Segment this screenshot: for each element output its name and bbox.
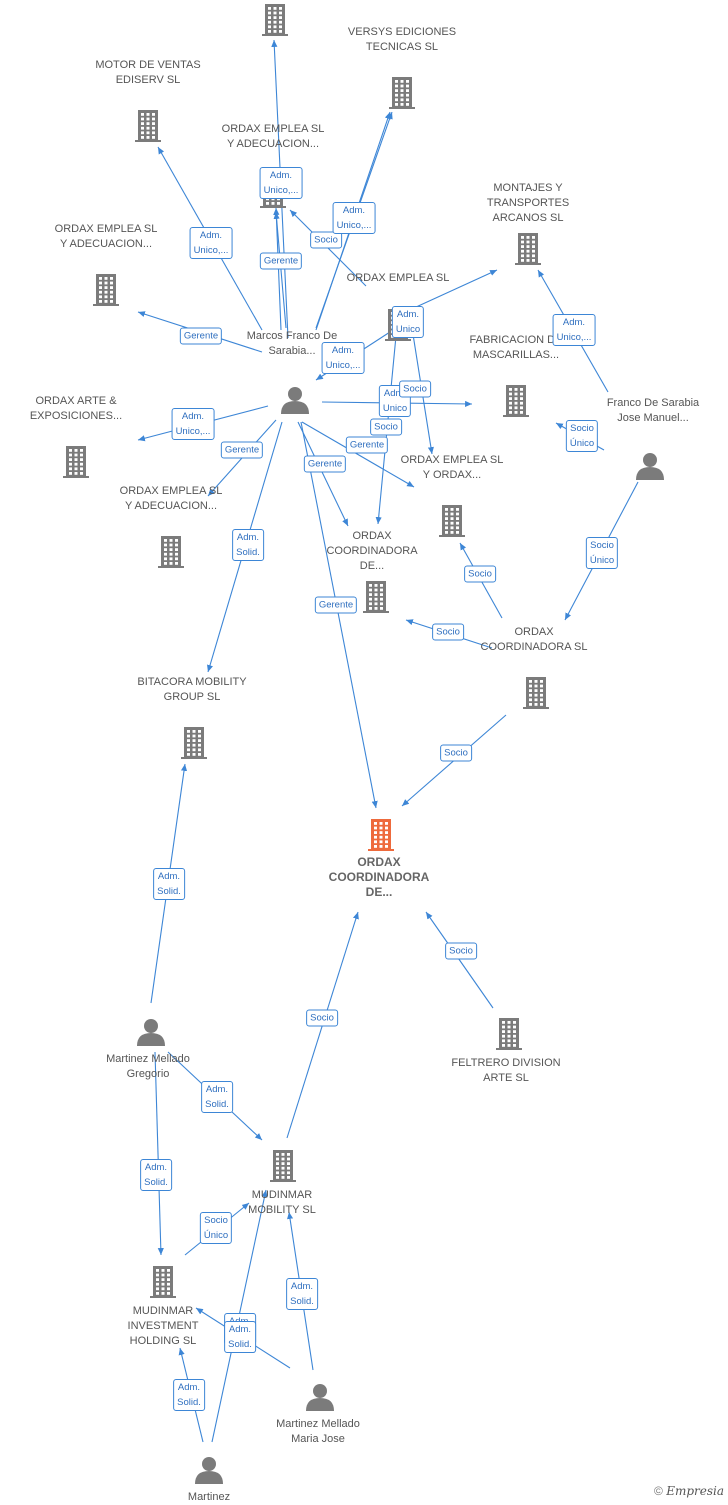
- edge-relation-badge[interactable]: Socio Único: [199, 1212, 233, 1244]
- edge-relation-badge[interactable]: Socio Único: [585, 537, 619, 569]
- building-icon[interactable]: [439, 505, 465, 537]
- edge-relation-badge[interactable]: Adm. Solid.: [201, 1081, 233, 1113]
- building-icon[interactable]: [93, 274, 119, 306]
- building-icon[interactable]: [158, 536, 184, 568]
- edge-relation-badge[interactable]: Adm. Unico: [391, 306, 425, 338]
- edge-relation-badge[interactable]: Adm. Unico,...: [332, 202, 376, 234]
- company-name-label[interactable]: MUDINMAR INVESTMENT HOLDING SL: [127, 1305, 199, 1347]
- brand-name: Empresia: [666, 1484, 724, 1498]
- edge-relation-badge[interactable]: Adm. Unico,...: [321, 342, 365, 374]
- edge-relation-badge[interactable]: Gerente: [314, 596, 358, 614]
- edge-line: [402, 269, 498, 314]
- edge-relation-badge[interactable]: Socio: [370, 418, 402, 436]
- edge-line: [300, 421, 378, 809]
- edge-relation-badge[interactable]: Gerente: [220, 441, 264, 459]
- company-name-label[interactable]: FELTRERO DIVISION ARTE SL: [451, 1057, 561, 1084]
- building-icon[interactable]: [262, 4, 288, 36]
- edge-line: [425, 911, 494, 1009]
- company-name-label[interactable]: ORDAX EMPLEA SL Y ORDAX...: [400, 454, 504, 481]
- edge-relation-badge[interactable]: Socio: [432, 623, 464, 641]
- building-icon[interactable]: [496, 1018, 522, 1050]
- person-icon[interactable]: [195, 1457, 223, 1484]
- edge-relation-badge[interactable]: Adm. Solid.: [140, 1159, 172, 1191]
- company-name-label[interactable]: BITACORA MOBILITY GROUP SL: [137, 676, 247, 703]
- company-name-label[interactable]: MOTOR DE VENTAS EDISERV SL: [95, 59, 201, 86]
- edge-relation-badge[interactable]: Socio: [306, 1009, 338, 1027]
- edge-line: [154, 1051, 164, 1256]
- copyright-symbol: ©: [654, 1484, 663, 1498]
- company-name-label[interactable]: VERSYS EDICIONES TECNICAS SL: [347, 26, 457, 53]
- company-name-label[interactable]: ORDAX EMPLEA SL Y ADECUACION...: [119, 485, 223, 512]
- person-name-label[interactable]: Marcos Franco De Sarabia...: [246, 330, 338, 357]
- focus-building-icon[interactable]: [368, 819, 394, 851]
- edge-relation-badge[interactable]: Socio: [464, 565, 496, 583]
- company-name-label[interactable]: ORDAX COORDINADORA SL: [480, 626, 588, 653]
- company-name-label[interactable]: ORDAX EMPLEA SL Y ADECUACION...: [221, 123, 325, 150]
- building-icon[interactable]: [363, 581, 389, 613]
- person-icon[interactable]: [636, 453, 664, 480]
- building-icon[interactable]: [63, 446, 89, 478]
- edge-relation-badge[interactable]: Gerente: [179, 327, 223, 345]
- edge-line: [297, 421, 349, 527]
- company-name-label[interactable]: MUDINMAR MOBILITY SL: [248, 1189, 316, 1216]
- company-name-label[interactable]: MONTAJES Y TRANSPORTES ARCANOS SL: [486, 182, 570, 224]
- edge-relation-badge[interactable]: Socio: [310, 231, 342, 249]
- company-name-label[interactable]: ORDAX EMPLEA SL: [346, 272, 450, 284]
- building-icon[interactable]: [523, 677, 549, 709]
- watermark: © Empresia: [654, 1484, 724, 1498]
- company-name-label[interactable]: ORDAX ARTE & EXPOSICIONES...: [29, 395, 123, 422]
- person-name-label[interactable]: Martinez: [187, 1491, 231, 1503]
- edge-relation-badge[interactable]: Socio Único: [565, 420, 599, 452]
- edge-relation-badge[interactable]: Socio: [399, 380, 431, 398]
- person-icon[interactable]: [137, 1019, 165, 1046]
- building-icon[interactable]: [181, 727, 207, 759]
- person-name-label[interactable]: Martinez Mellado Maria Jose: [276, 1418, 360, 1445]
- edge-relation-badge[interactable]: Adm. Solid.: [224, 1321, 256, 1353]
- edge-relation-badge[interactable]: Adm. Solid.: [232, 529, 264, 561]
- edge-relation-badge[interactable]: Adm. Solid.: [153, 868, 185, 900]
- building-icon[interactable]: [389, 77, 415, 109]
- building-icon[interactable]: [503, 385, 529, 417]
- company-name-label[interactable]: ORDAX EMPLEA SL Y ADECUACION...: [54, 223, 158, 250]
- edge-line: [273, 211, 287, 329]
- person-name-label[interactable]: Martinez Mellado Gregorio: [106, 1053, 190, 1080]
- edge-relation-badge[interactable]: Gerente: [259, 252, 303, 270]
- person-icon[interactable]: [306, 1384, 334, 1411]
- building-icon[interactable]: [135, 110, 161, 142]
- edge-relation-badge[interactable]: Adm. Solid.: [173, 1379, 205, 1411]
- building-icon[interactable]: [515, 233, 541, 265]
- edge-relation-badge[interactable]: Socio: [445, 942, 477, 960]
- building-icon[interactable]: [150, 1266, 176, 1298]
- edge-relation-badge[interactable]: Adm. Unico,...: [189, 227, 233, 259]
- edge-relation-badge[interactable]: Adm. Solid.: [286, 1278, 318, 1310]
- building-icon[interactable]: [270, 1150, 296, 1182]
- edge-line: [301, 421, 415, 488]
- edge-relation-badge[interactable]: Gerente: [303, 455, 347, 473]
- edge-relation-badge[interactable]: Socio: [440, 744, 472, 762]
- person-icon[interactable]: [281, 387, 309, 414]
- edge-relation-badge[interactable]: Adm. Unico,...: [259, 167, 303, 199]
- edge-relation-badge[interactable]: Adm. Unico,...: [552, 314, 596, 346]
- edge-relation-badge[interactable]: Adm. Unico,...: [171, 408, 215, 440]
- company-name-label[interactable]: ORDAX COORDINADORA DE...: [326, 530, 418, 572]
- company-name-label[interactable]: ORDAX COORDINADORA DE...: [328, 855, 430, 899]
- person-name-label[interactable]: Franco De Sarabia Jose Manuel...: [606, 397, 700, 424]
- company-name-label[interactable]: FABRICACION DE MASCARILLAS...: [469, 334, 563, 361]
- edge-relation-badge[interactable]: Gerente: [345, 436, 389, 454]
- edge-relation-badge[interactable]: Adm. Unico: [378, 385, 412, 417]
